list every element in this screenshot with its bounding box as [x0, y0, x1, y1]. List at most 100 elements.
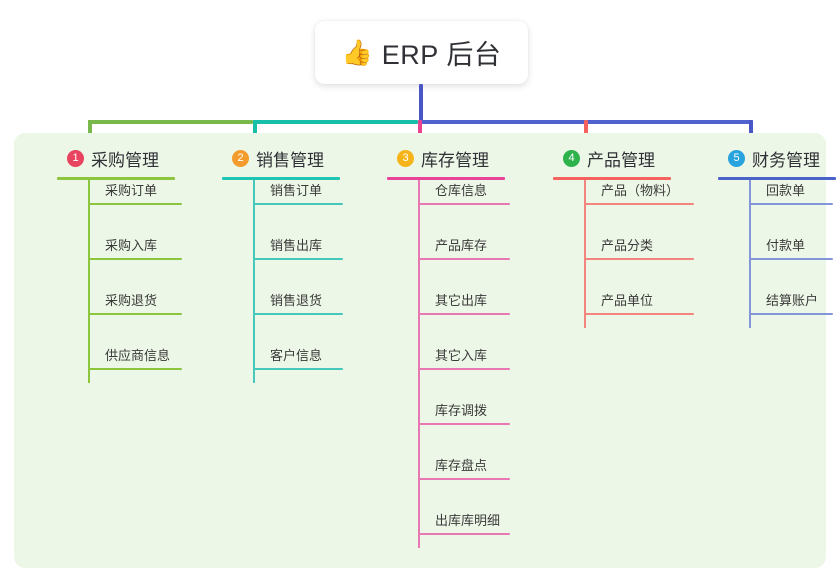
leaf-underline [418, 313, 510, 315]
leaf-group-4: 产品（物料） 产品分类产品单位 [584, 180, 694, 345]
category-underline-5 [718, 177, 836, 180]
category-column-4: 4 产品管理产品（物料） 产品分类产品单位 [553, 145, 694, 345]
category-label-4: 产品管理 [587, 150, 655, 170]
leaf-item[interactable]: 产品（物料） [584, 180, 694, 205]
category-label-1: 采购管理 [91, 150, 159, 170]
leaf-underline [253, 258, 343, 260]
leaf-label: 客户信息 [270, 348, 323, 363]
leaf-label: 其它出库 [435, 293, 488, 308]
leaf-item[interactable]: 仓库信息 [418, 180, 510, 205]
leaf-label: 销售出库 [270, 238, 323, 253]
thumbs-up-icon: 👍 [341, 38, 373, 67]
connector-bar-left [88, 120, 253, 124]
leaf-underline [749, 313, 833, 315]
leaf-label: 销售订单 [270, 183, 323, 198]
leaf-item[interactable]: 其它出库 [418, 290, 510, 315]
leaf-label: 销售退货 [270, 293, 323, 308]
leaf-item[interactable]: 付款单 [749, 235, 833, 260]
root-stem [419, 84, 423, 124]
leaf-underline [418, 368, 510, 370]
leaf-underline [253, 203, 343, 205]
category-label-3: 库存管理 [421, 150, 489, 170]
connector-bar-middle [253, 120, 418, 124]
leaf-item[interactable]: 采购订单 [88, 180, 182, 205]
leaf-label: 采购入库 [105, 238, 158, 253]
category-badge-4: 4 [563, 149, 580, 167]
category-label-5: 财务管理 [752, 150, 820, 170]
leaf-underline [418, 203, 510, 205]
leaf-label: 其它入库 [435, 348, 488, 363]
leaf-label: 回款单 [766, 183, 806, 198]
leaf-item[interactable]: 结算账户 [749, 290, 833, 315]
leaf-underline [418, 258, 510, 260]
leaf-label: 产品分类 [601, 238, 654, 253]
category-underline-1 [57, 177, 175, 180]
leaf-item[interactable]: 出库库明细 [418, 510, 510, 535]
category-header-2[interactable]: 2 销售管理 [222, 145, 340, 171]
root-node[interactable]: 👍 ERP 后台 [315, 21, 528, 84]
leaf-item[interactable]: 客户信息 [253, 345, 343, 370]
leaf-label: 出库库明细 [435, 513, 501, 528]
leaf-underline [418, 533, 510, 535]
leaf-label: 产品库存 [435, 238, 488, 253]
leaf-item[interactable]: 其它入库 [418, 345, 510, 370]
category-badge-3: 3 [397, 149, 414, 167]
leaf-item[interactable]: 采购入库 [88, 235, 182, 260]
leaf-spine-5 [749, 180, 751, 328]
leaf-underline [749, 203, 833, 205]
leaf-item[interactable]: 回款单 [749, 180, 833, 205]
leaf-spine-2 [253, 180, 255, 383]
leaf-label: 采购订单 [105, 183, 158, 198]
category-underline-4 [553, 177, 671, 180]
leaf-item[interactable]: 采购退货 [88, 290, 182, 315]
category-column-2: 2 销售管理销售订单销售出库销售退货客户信息 [222, 145, 343, 400]
root-node-content: 👍 ERP 后台 [342, 33, 502, 72]
leaf-group-2: 销售订单销售出库销售退货客户信息 [253, 180, 343, 400]
leaf-label: 库存盘点 [435, 458, 488, 473]
category-label-2: 销售管理 [256, 150, 324, 170]
leaf-label: 供应商信息 [105, 348, 171, 363]
leaf-label: 结算账户 [766, 293, 819, 308]
leaf-underline [88, 258, 182, 260]
category-header-3[interactable]: 3 库存管理 [387, 145, 505, 171]
category-underline-2 [222, 177, 340, 180]
root-node-label: ERP 后台 [381, 40, 502, 70]
leaf-item[interactable]: 库存盘点 [418, 455, 510, 480]
leaf-underline [253, 313, 343, 315]
leaf-label: 付款单 [766, 238, 806, 253]
category-header-4[interactable]: 4 产品管理 [553, 145, 671, 171]
leaf-label: 仓库信息 [435, 183, 488, 198]
leaf-spine-4 [584, 180, 586, 328]
leaf-underline [88, 368, 182, 370]
category-badge-5: 5 [728, 149, 745, 167]
leaf-item[interactable]: 库存调拨 [418, 400, 510, 425]
category-badge-2: 2 [232, 149, 249, 167]
leaf-item[interactable]: 销售退货 [253, 290, 343, 315]
leaf-group-5: 回款单付款单结算账户 [749, 180, 836, 345]
leaf-item[interactable]: 供应商信息 [88, 345, 182, 370]
leaf-underline [584, 313, 694, 315]
leaf-underline [584, 258, 694, 260]
leaf-label: 产品单位 [601, 293, 654, 308]
leaf-item[interactable]: 产品单位 [584, 290, 694, 315]
leaf-underline [418, 423, 510, 425]
leaf-label: 采购退货 [105, 293, 158, 308]
leaf-underline [584, 203, 694, 205]
category-column-5: 5 财务管理回款单付款单结算账户 [718, 145, 836, 345]
leaf-item[interactable]: 销售出库 [253, 235, 343, 260]
leaf-item[interactable]: 产品分类 [584, 235, 694, 260]
category-header-5[interactable]: 5 财务管理 [718, 145, 836, 171]
leaf-spine-1 [88, 180, 90, 383]
category-column-3: 3 库存管理仓库信息产品库存其它出库其它入库库存调拨库存盘点出库库明细 [387, 145, 510, 565]
leaf-underline [749, 258, 833, 260]
leaf-underline [418, 478, 510, 480]
category-underline-3 [387, 177, 505, 180]
leaf-item[interactable]: 销售订单 [253, 180, 343, 205]
leaf-item[interactable]: 产品库存 [418, 235, 510, 260]
leaf-underline [88, 313, 182, 315]
leaf-spine-3 [418, 180, 420, 548]
